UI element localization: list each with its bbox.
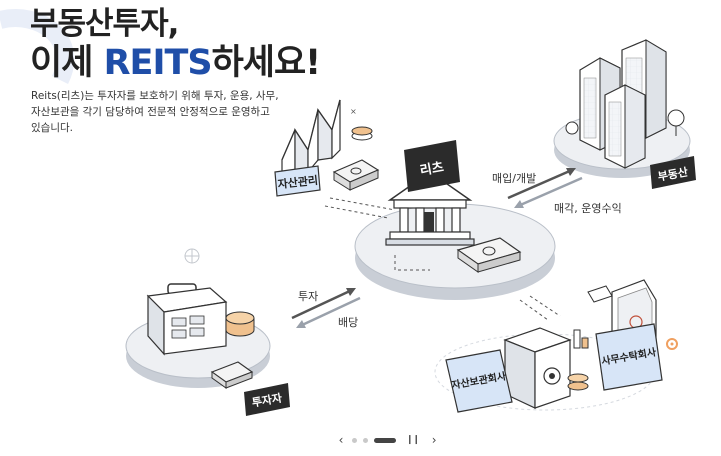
gear-icon <box>666 338 678 350</box>
investor-node: 투자자 투자 배당 <box>125 248 361 416</box>
title-suffix: 하세요! <box>211 43 322 83</box>
purchase-arrow <box>507 168 576 200</box>
globe-doodle-icon <box>184 248 200 264</box>
real-estate-node: 부동산 매입/개발 매각, 운영수익 <box>492 39 696 215</box>
sale-arrow <box>514 176 583 208</box>
dividend-label: 배당 <box>338 316 358 329</box>
description-text: Reits(리츠)는 투자자를 보호하기 위해 투자, 운용, 사무, 자산보관… <box>31 90 279 134</box>
dividend-arrow <box>296 296 361 328</box>
asset-management-label: 자산관리 <box>277 173 319 191</box>
carousel-prev-button[interactable]: ‹ <box>338 433 344 447</box>
buildings-icon <box>565 39 685 169</box>
coin-icon <box>225 311 255 337</box>
carousel-dot-2[interactable] <box>363 437 368 443</box>
sale-label: 매각, 운영수익 <box>554 202 622 215</box>
svg-text:×: × <box>350 107 357 116</box>
custodian-tag: 자산보관회사 <box>445 349 513 413</box>
invest-label: 투자 <box>298 290 318 303</box>
reits-tag-label: 리츠 <box>419 159 445 179</box>
title-line-1: 부동산투자, <box>30 6 179 42</box>
coin-stack-icon <box>351 126 373 141</box>
investor-label: 투자자 <box>251 390 284 409</box>
asset-management-node: 자산관리 × <box>274 99 396 219</box>
title-prefix: 이제 <box>30 43 104 83</box>
money-bills-icon <box>332 159 380 191</box>
carousel-pause-button[interactable]: ❙❙ <box>406 435 420 445</box>
investor-tag: 투자자 <box>244 383 290 416</box>
page-title: 부동산투자, 이제 REITS하세요! <box>30 6 322 84</box>
carousel-next-button[interactable]: › <box>431 433 437 447</box>
purchase-label: 매입/개발 <box>492 172 536 185</box>
cash-stack-icon <box>456 237 522 273</box>
mini-chart-icon <box>573 329 589 349</box>
reits-tag: 리츠 <box>404 140 460 192</box>
money-bills-icon <box>210 361 254 389</box>
admin-tag: 사무수탁회사 <box>595 323 663 391</box>
invest-arrow <box>291 288 356 320</box>
real-estate-tag: 부동산 <box>650 156 696 189</box>
briefcase-icon <box>146 283 228 356</box>
custodian-admin-node: 자산보관회사 사무수탁회사 <box>434 279 678 413</box>
title-accent-reits: REITS <box>103 43 213 83</box>
safe-icon <box>503 327 572 409</box>
asset-management-tag: 자산관리 <box>274 165 321 197</box>
carousel-dot-3-active[interactable] <box>374 437 396 443</box>
real-estate-label: 부동산 <box>657 164 689 183</box>
background-swirl <box>0 9 75 85</box>
bar-chart-icon <box>281 99 341 180</box>
coin-icon <box>567 373 589 391</box>
reits-platform: 리츠 <box>354 140 556 300</box>
carousel-pager: ‹ ❙❙ › <box>336 432 439 448</box>
title-line-2: 이제 REITS하세요! <box>30 42 322 84</box>
carousel-dot-1[interactable] <box>352 437 357 443</box>
